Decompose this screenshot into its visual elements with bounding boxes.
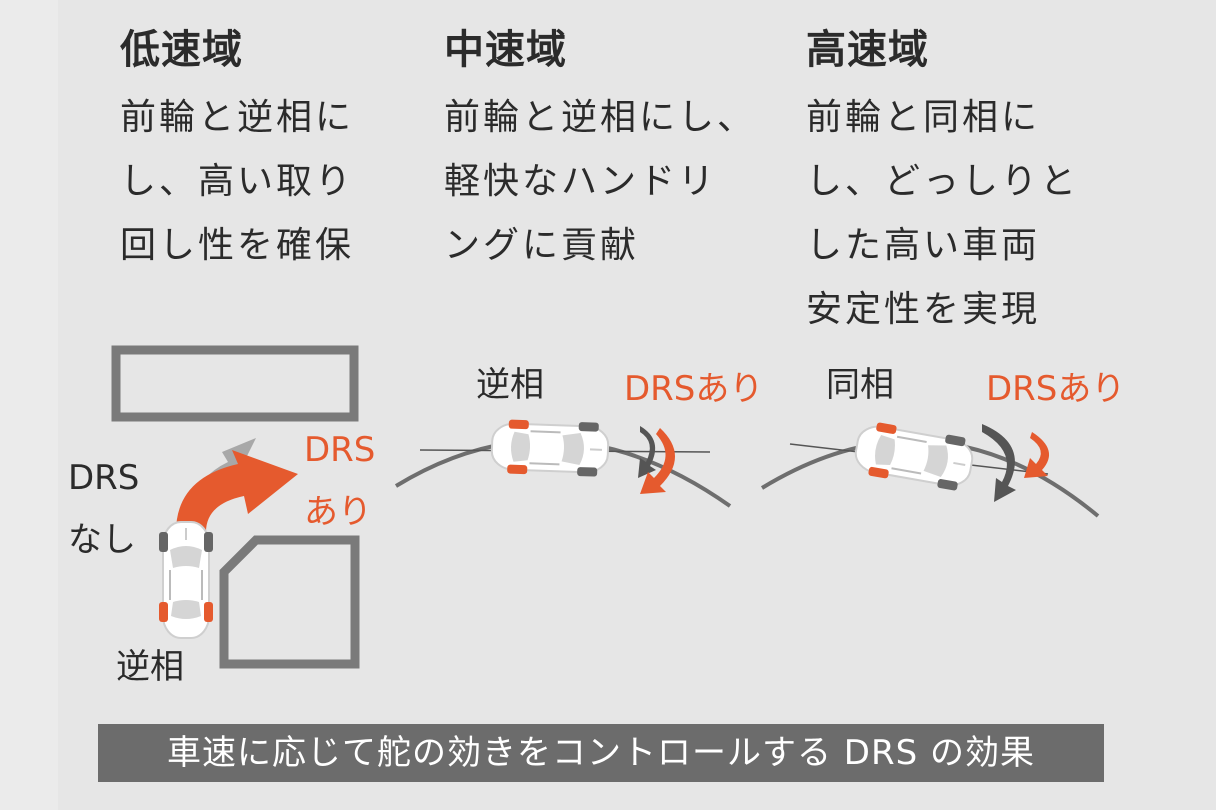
block-top (111, 345, 359, 422)
low-speed-scene (111, 345, 360, 669)
label-with-drs: DRS あり (304, 430, 376, 532)
desc-line: 前輪と同相に (806, 97, 1041, 138)
column-description: 前輪と逆相にし、 軽快なハンドリ ングに貢献 (444, 86, 756, 278)
desc-line: ングに貢献 (444, 225, 640, 266)
desc-line: 回し性を確保 (120, 225, 355, 266)
label-drs-high: DRSあり (986, 369, 1126, 409)
desc-line: し、高い取り (120, 161, 355, 202)
mid-speed-scene (394, 419, 732, 508)
path-arrow-drs (176, 450, 298, 532)
rotation-arrow-gray (638, 426, 656, 478)
column-high-speed: 高速域 前輪と同相に し、どっしりと した高い車両 安定性を実現 (806, 22, 1079, 342)
desc-line: 前輪と逆相に (120, 97, 355, 138)
rotation-arrow-gray (982, 424, 1016, 502)
label-phase-low: 逆相 (116, 647, 184, 687)
car-icon (159, 521, 213, 639)
block-bottom (219, 535, 360, 669)
column-description: 前輪と逆相に し、高い取り 回し性を確保 (120, 86, 354, 278)
caption-bar: 車速に応じて舵の効きをコントロールする DRS の効果 (98, 724, 1104, 782)
car-icon (490, 419, 610, 477)
desc-line: 安定性を実現 (806, 289, 1041, 330)
column-title: 中速域 (444, 27, 567, 73)
label-phase-mid: 逆相 (476, 365, 544, 405)
desc-line: 前輪と逆相にし、 (444, 97, 757, 138)
desc-line: した高い車両 (806, 225, 1041, 266)
column-low-speed: 低速域 前輪と逆相に し、高い取り 回し性を確保 (120, 22, 354, 278)
column-title: 低速域 (120, 27, 243, 73)
column-title: 高速域 (806, 27, 929, 73)
column-description: 前輪と同相に し、どっしりと した高い車両 安定性を実現 (806, 86, 1079, 342)
rotation-arrow-orange (1024, 432, 1050, 478)
label-no-drs: DRS なし (68, 458, 140, 560)
background-panel (58, 0, 1216, 810)
high-speed-scene (760, 422, 1100, 518)
desc-line: 軽快なハンドリ (444, 161, 718, 202)
column-mid-speed: 中速域 前輪と逆相にし、 軽快なハンドリ ングに貢献 (444, 22, 756, 278)
label-phase-high: 同相 (826, 365, 894, 405)
desc-line: し、どっしりと (806, 161, 1080, 202)
rotation-arrow-orange (640, 428, 675, 494)
label-drs-mid: DRSあり (624, 369, 764, 409)
car-icon (851, 422, 977, 491)
